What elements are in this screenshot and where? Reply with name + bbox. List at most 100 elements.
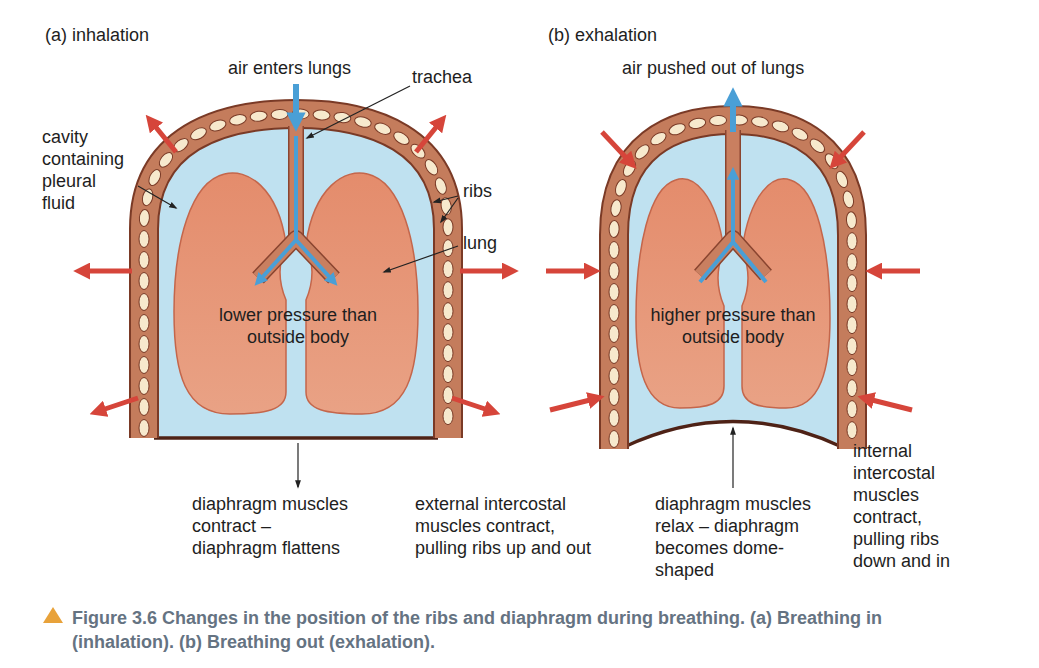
rib	[433, 176, 448, 195]
annotation: internal intercostal muscles contract, p…	[853, 440, 961, 572]
rib	[847, 275, 857, 292]
chest-wall-outline	[144, 114, 448, 438]
leader-line	[307, 86, 410, 138]
annotation: diaphragm muscles relax – diaphragm beco…	[655, 493, 830, 581]
rib	[392, 130, 412, 148]
rib	[609, 263, 619, 280]
panel-heading: (b) exhalation	[548, 24, 657, 46]
rib	[250, 110, 268, 122]
air-out-arrow	[730, 95, 736, 132]
rib	[847, 380, 857, 397]
force-arrow	[416, 120, 442, 152]
rib	[139, 273, 149, 290]
rib	[208, 118, 227, 133]
rib	[443, 324, 453, 341]
rib	[609, 431, 619, 448]
rib	[139, 336, 149, 353]
chest-wall	[144, 114, 448, 438]
air-in-arrow	[293, 84, 299, 124]
rib	[808, 137, 827, 156]
rib	[313, 109, 331, 120]
part-label: trachea	[412, 66, 472, 88]
rib	[443, 219, 453, 236]
pressure-note: lower pressure than outside body	[198, 304, 398, 348]
inhalation-illustration	[80, 84, 512, 438]
part-label: cavity containing pleural fluid	[42, 126, 134, 214]
exhalation-illustration	[546, 95, 920, 449]
leader-lines	[138, 86, 733, 488]
leader-line	[441, 198, 458, 222]
rib	[609, 347, 619, 364]
rib	[609, 326, 619, 343]
airflow-line	[700, 242, 766, 282]
force-arrow	[452, 398, 494, 412]
rib	[842, 190, 855, 209]
rib	[189, 125, 209, 142]
airflow-arrow	[296, 240, 334, 282]
caption-triangle	[43, 607, 63, 623]
rib	[751, 116, 769, 128]
lung	[636, 179, 724, 408]
force-arrow	[546, 269, 594, 274]
annotation: external intercostal muscles contract, p…	[415, 493, 607, 559]
rib	[609, 284, 619, 301]
rib	[443, 282, 453, 299]
airflow-arrow	[258, 136, 296, 282]
rib	[139, 294, 149, 311]
force-arrow	[96, 398, 138, 412]
chest-wall	[614, 120, 852, 449]
rib	[613, 178, 628, 197]
rib	[834, 170, 850, 190]
airflow-arrow	[731, 172, 735, 242]
rib	[709, 115, 727, 126]
rib	[609, 242, 619, 259]
rib	[139, 357, 149, 374]
rib	[790, 126, 810, 143]
chest-wall-outline	[614, 120, 852, 449]
rib	[229, 113, 248, 126]
rib	[633, 142, 652, 161]
force-arrow	[872, 269, 920, 274]
leader-line	[138, 186, 176, 208]
rib	[443, 408, 453, 425]
rib	[157, 150, 176, 169]
rib	[847, 338, 857, 355]
rib	[847, 317, 857, 334]
rib	[139, 231, 149, 248]
pleural-cavity	[614, 120, 852, 449]
rib	[141, 188, 155, 207]
rib	[847, 296, 857, 313]
leader-line	[434, 196, 458, 202]
rib	[443, 261, 453, 278]
force-arrow	[864, 398, 912, 410]
rib	[373, 121, 393, 137]
rib	[609, 389, 619, 406]
rib	[443, 303, 453, 320]
annotation: diaphragm muscles contract – diaphragm f…	[192, 493, 357, 559]
rib	[609, 368, 619, 385]
rib	[846, 211, 857, 229]
rib	[139, 399, 149, 416]
rib	[423, 157, 441, 177]
panel-heading: (a) inhalation	[45, 24, 149, 46]
rib	[847, 401, 857, 418]
figure-caption: Figure 3.6 Changes in the position of th…	[72, 606, 962, 654]
diaphragm	[154, 436, 438, 440]
leader-line	[732, 428, 733, 488]
part-label: ribs	[463, 180, 492, 202]
rib	[847, 233, 857, 250]
annotation: air pushed out of lungs	[622, 57, 804, 79]
rib	[667, 122, 686, 137]
pressure-note: higher pressure than outside body	[633, 304, 833, 348]
lung	[306, 173, 418, 414]
rib	[609, 305, 619, 322]
force-arrow	[150, 120, 176, 152]
rib	[139, 252, 149, 269]
rib	[847, 422, 857, 439]
force-arrow	[80, 269, 132, 274]
annotation: air enters lungs	[228, 57, 351, 79]
rib	[847, 254, 857, 271]
force-arrow	[460, 269, 512, 274]
rib	[146, 168, 162, 188]
